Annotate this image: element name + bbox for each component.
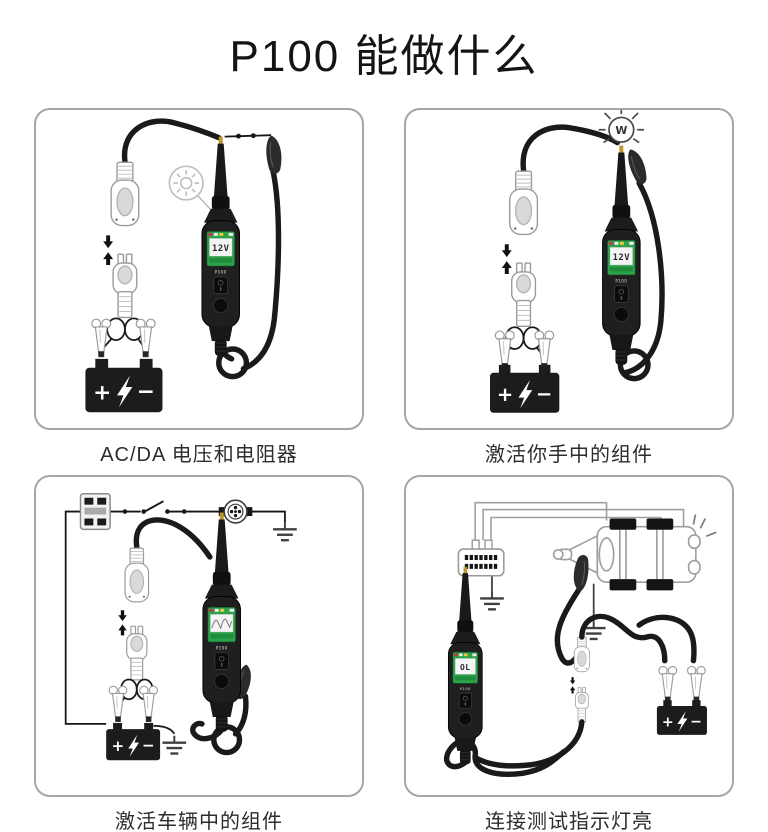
battery-cable (579, 613, 668, 664)
test-wire (224, 134, 272, 138)
return-cable (240, 168, 282, 372)
battery: + − (656, 700, 707, 735)
power-lead-cable (520, 124, 621, 173)
connector-cable (472, 719, 585, 769)
bulb-circle (608, 116, 635, 143)
battery-plus: + (497, 383, 513, 406)
battery: + − (85, 358, 163, 413)
wire-node (236, 133, 241, 139)
battery-plus: + (112, 737, 125, 755)
panel-activate-in-vehicle: + − P100 (34, 475, 364, 797)
flash-rays (692, 514, 717, 538)
alligator-clip-dark (264, 134, 284, 175)
diagram-activate-in-hand: W + − 12V P100 (489, 110, 665, 413)
ground-symbol-icon (161, 734, 188, 755)
battery: + − (106, 722, 161, 761)
battery-minus: − (142, 737, 155, 755)
circuit-wiring (64, 510, 286, 735)
power-lead-cable (133, 517, 213, 560)
battery: + − (489, 364, 560, 413)
diagram-activate-in-vehicle: + − P100 (64, 493, 298, 761)
alligator-clip-light (91, 318, 112, 358)
callout-line (197, 195, 212, 211)
power-lead-cable (121, 118, 222, 165)
test-light-bulb-icon: W (598, 110, 645, 144)
device-label: P100 (216, 645, 228, 650)
caption-test-light: 连接测试指示灯亮 (485, 811, 653, 832)
battery-minus: − (137, 379, 155, 404)
clip-wires (103, 337, 145, 348)
diagram-test-light: + − OL P100 (443, 501, 717, 777)
wire-node (122, 509, 128, 514)
battery-minus: − (690, 714, 702, 730)
bulb-letter: W (615, 124, 627, 137)
wire-node (250, 133, 256, 139)
battery-plus: + (93, 380, 111, 405)
caption-activate-in-hand: 激活你手中的组件 (485, 444, 653, 466)
caption-ac-dc-voltage: AC/DA 电压和电阻器 (100, 444, 298, 466)
device-screen-value: 12V (613, 253, 631, 263)
fuse-box (79, 493, 111, 531)
device-label: P100 (215, 269, 227, 274)
circuit-tester-device: OL P100 (447, 566, 483, 765)
battery-cable (636, 614, 697, 664)
clip-cable (232, 693, 249, 737)
circuit-tester-device: P100 (202, 512, 241, 733)
circuit-tester-device: 12V P100 (602, 145, 641, 366)
device-label: P100 (460, 687, 471, 691)
alligator-clip-dark (624, 146, 651, 187)
quick-connector-pair (501, 170, 539, 327)
return-cable (622, 180, 665, 376)
alligator-clip-light (494, 330, 515, 370)
page-title: P100 能做什么 (229, 32, 539, 81)
switch (141, 500, 170, 514)
ground-symbol-icon (271, 521, 298, 542)
sun-bulb-icon (168, 165, 204, 201)
light-rays (598, 110, 645, 144)
quick-connector-pair (117, 547, 150, 681)
device-screen-value: 12V (212, 244, 230, 254)
diagram-ac-dc-voltage: + − 12V P100 (85, 118, 284, 413)
quick-connector-pair (569, 636, 590, 723)
device-screen-value: OL (460, 663, 471, 672)
panel-grid: + − 12V P100 (0, 108, 768, 832)
alligator-clip-light (686, 665, 706, 703)
panel-ac-dc-voltage: + − 12V P100 (34, 108, 364, 430)
panel-test-light: + − OL P100 (404, 475, 734, 797)
alligator-clip-light (108, 685, 128, 723)
wire-node (181, 509, 187, 514)
battery-plus: + (662, 715, 674, 731)
battery-minus: − (536, 382, 552, 405)
ground-symbol-icon (478, 590, 506, 611)
panel-activate-in-hand: W + − 12V P100 (404, 108, 734, 430)
alligator-clip-light (139, 685, 159, 723)
caption-activate-in-vehicle: 激活车辆中的组件 (115, 811, 283, 832)
circuit-tester-device: 12V P100 (201, 136, 240, 357)
device-body (202, 512, 241, 733)
alligator-clip-light (658, 665, 678, 703)
device-label: P100 (615, 278, 627, 283)
waveform-trace (211, 618, 233, 630)
boot-cable (443, 738, 567, 777)
cable-loop (216, 346, 250, 380)
quick-connector-pair (102, 161, 140, 319)
